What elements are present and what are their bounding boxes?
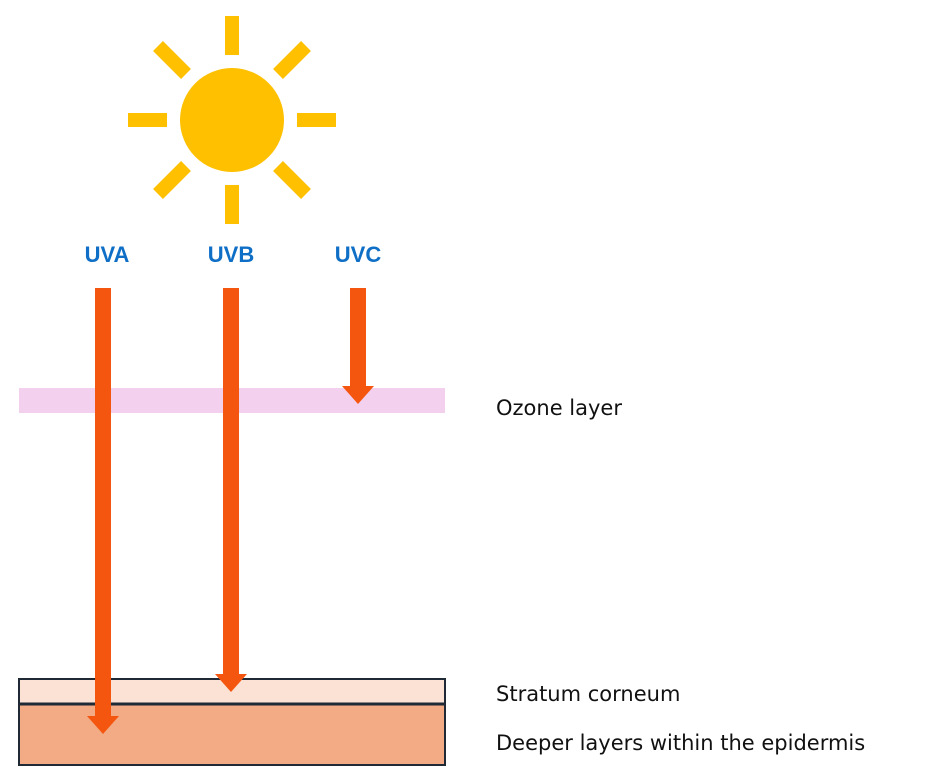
uvc-label: UVC <box>335 242 382 267</box>
deeper-epidermis-layer <box>18 703 446 766</box>
uva-label: UVA <box>85 242 130 267</box>
deeper-epidermis-label: Deeper layers within the epidermis <box>496 731 865 755</box>
ozone-layer-label: Ozone layer <box>496 396 622 420</box>
uvb-label: UVB <box>208 242 254 267</box>
uvc-arrow <box>342 288 374 404</box>
uva-arrow <box>87 288 119 734</box>
stratum-corneum-label: Stratum corneum <box>496 682 680 706</box>
uvb-arrow <box>215 288 247 692</box>
sun-icon <box>128 16 336 224</box>
